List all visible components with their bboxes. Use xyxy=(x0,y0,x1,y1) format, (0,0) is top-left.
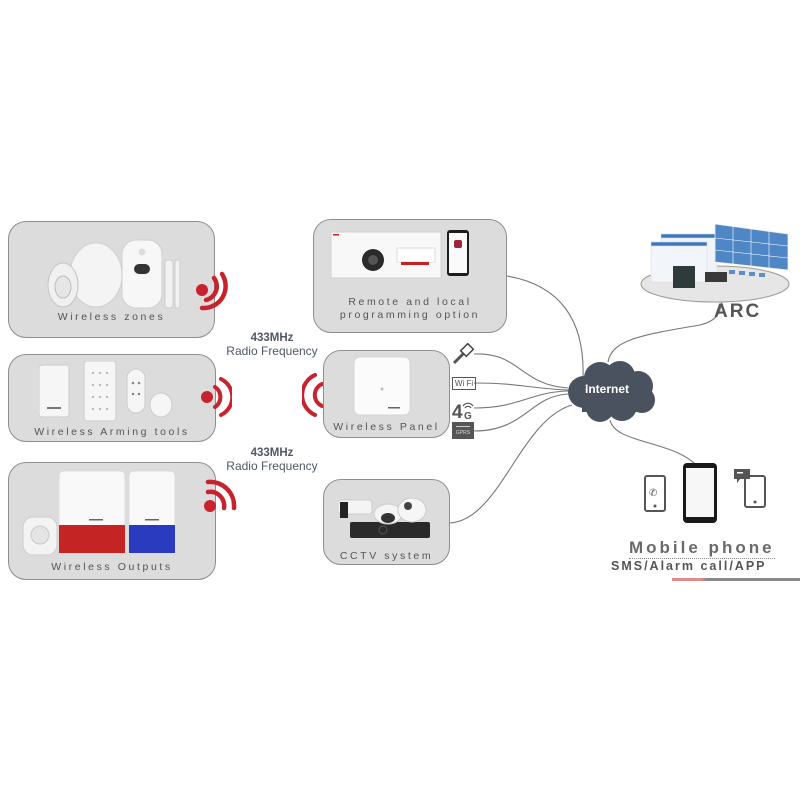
rf-frequency-label: 433MHz Radio Frequency xyxy=(222,447,322,473)
card-label: Wireless Arming tools xyxy=(34,426,190,438)
rf-signal-icon xyxy=(196,271,228,311)
card-wireless-panel[interactable]: Wireless Panel xyxy=(323,350,450,438)
rf-desc: Radio Frequency xyxy=(226,344,318,358)
card-wireless-arming-tools[interactable]: Wireless Arming tools xyxy=(8,354,216,442)
card-label: Wireless Outputs xyxy=(51,561,173,573)
svg-text:✆: ✆ xyxy=(649,488,657,499)
line-internet-mobile xyxy=(609,419,701,471)
card-label-line2: programming option xyxy=(339,309,481,321)
card-label: Wireless Panel xyxy=(333,421,440,433)
4g-icon: 4 G xyxy=(452,398,476,425)
rf-freq: 433MHz xyxy=(250,332,294,344)
line-internet-arc xyxy=(607,301,723,363)
phone-call-icon: ✆ xyxy=(644,475,666,512)
line-ethernet-internet xyxy=(473,353,569,389)
card-label-line1: Remote and local xyxy=(348,296,472,308)
card-wireless-zones[interactable]: Wireless zones xyxy=(8,221,215,338)
line-cctv-internet xyxy=(449,404,573,524)
line-gprs-internet xyxy=(473,393,569,432)
arc-label: ARC xyxy=(714,301,762,322)
rf-signal-icon xyxy=(204,479,237,512)
internet-label: Internet xyxy=(585,382,630,396)
svg-text:4: 4 xyxy=(452,402,463,420)
rf-frequency-label: 433MHz Radio Frequency xyxy=(222,332,322,358)
monitoring-center-icon xyxy=(640,223,790,303)
mobile-phone-title: Mobile phone xyxy=(629,538,775,559)
accent-bar xyxy=(672,578,800,581)
laptop-phone-icon xyxy=(330,230,469,279)
detectors-icon xyxy=(47,239,181,309)
card-programming-option[interactable]: Remote and local programming option xyxy=(313,219,507,333)
card-label: Wireless zones xyxy=(57,311,166,323)
svg-text:G: G xyxy=(464,411,472,420)
rf-freq: 433MHz xyxy=(250,447,294,459)
cameras-nvr-icon xyxy=(338,497,430,538)
wifi-icon: Wi Fi xyxy=(452,377,476,390)
line-programming-internet xyxy=(506,275,584,379)
sirens-icon xyxy=(22,470,176,556)
rf-signal-icon xyxy=(201,377,232,417)
rf-desc: Radio Frequency xyxy=(226,459,318,473)
line-wifi-internet xyxy=(473,382,569,391)
ethernet-cable-icon xyxy=(452,343,474,365)
sms-message-icon xyxy=(734,469,766,508)
gprs-icon: GPRS xyxy=(452,422,474,439)
line-4g-internet xyxy=(473,390,569,409)
card-cctv-system[interactable]: CCTV system xyxy=(323,479,450,565)
card-wireless-outputs[interactable]: Wireless Outputs xyxy=(8,462,216,580)
keypads-icon xyxy=(39,361,173,422)
card-label: CCTV system xyxy=(339,550,434,562)
control-panel-icon xyxy=(353,356,411,416)
mobile-phone-subtitle: SMS/Alarm call/APP xyxy=(611,559,767,573)
internet-cloud-icon xyxy=(568,361,655,422)
mobile-phone-photo xyxy=(683,463,723,535)
